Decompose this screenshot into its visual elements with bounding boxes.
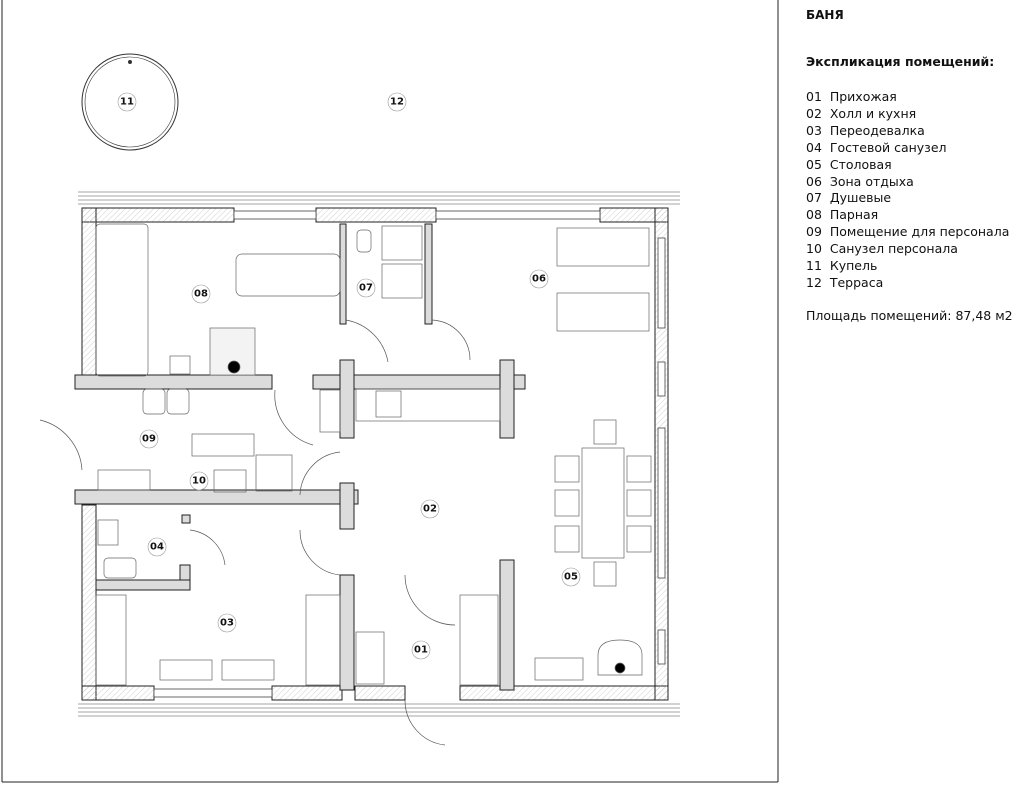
room-label-03: 03 xyxy=(220,618,234,629)
room-label-09: 09 xyxy=(142,434,156,445)
room-label-07: 07 xyxy=(359,283,373,294)
list-item: 09 Помещение для персонала xyxy=(806,224,1010,240)
list-item: 12 Терраса xyxy=(806,274,884,290)
total-area: Площадь помещений: 87,48 м2 xyxy=(806,308,1013,323)
plan-title: БАНЯ xyxy=(806,8,844,22)
room-label-10: 10 xyxy=(192,476,206,487)
room-label-01: 01 xyxy=(414,645,428,656)
list-item: 08 Парная xyxy=(806,207,879,223)
list-item: 02 Холл и кухня xyxy=(806,105,917,121)
outer-walls xyxy=(81,207,669,701)
terrace-deck xyxy=(78,191,680,717)
room-label-05: 05 xyxy=(564,572,578,583)
doors xyxy=(39,319,471,746)
list-item: 03 Переодевалка xyxy=(806,122,925,138)
inner-walls xyxy=(74,223,526,691)
list-item: 05 Столовая xyxy=(806,156,892,172)
list-item: 07 Душевые xyxy=(806,190,892,206)
list-item: 01 Прихожая xyxy=(806,89,897,104)
plunge-pool xyxy=(81,53,179,151)
room-list: 01 Прихожая 02 Холл и кухня 03 Переодева… xyxy=(806,89,1009,292)
windows xyxy=(153,210,666,698)
room-label-04: 04 xyxy=(150,542,164,553)
list-item: 06 Зона отдыха xyxy=(806,173,914,189)
sheet-frame xyxy=(1,0,779,783)
furniture xyxy=(95,223,652,686)
room-labels xyxy=(117,92,581,660)
room-label-12: 12 xyxy=(390,97,404,108)
room-label-11: 11 xyxy=(120,97,134,108)
room-label-06: 06 xyxy=(532,274,546,285)
list-item: 04 Гостевой санузел xyxy=(806,139,947,155)
list-item: 11 Купель xyxy=(806,258,878,274)
legend-heading: Экспликация помещений: xyxy=(806,54,995,69)
room-label-02: 02 xyxy=(423,504,437,515)
list-item: 10 Санузел персонала xyxy=(806,241,958,257)
room-label-08: 08 xyxy=(194,289,208,300)
